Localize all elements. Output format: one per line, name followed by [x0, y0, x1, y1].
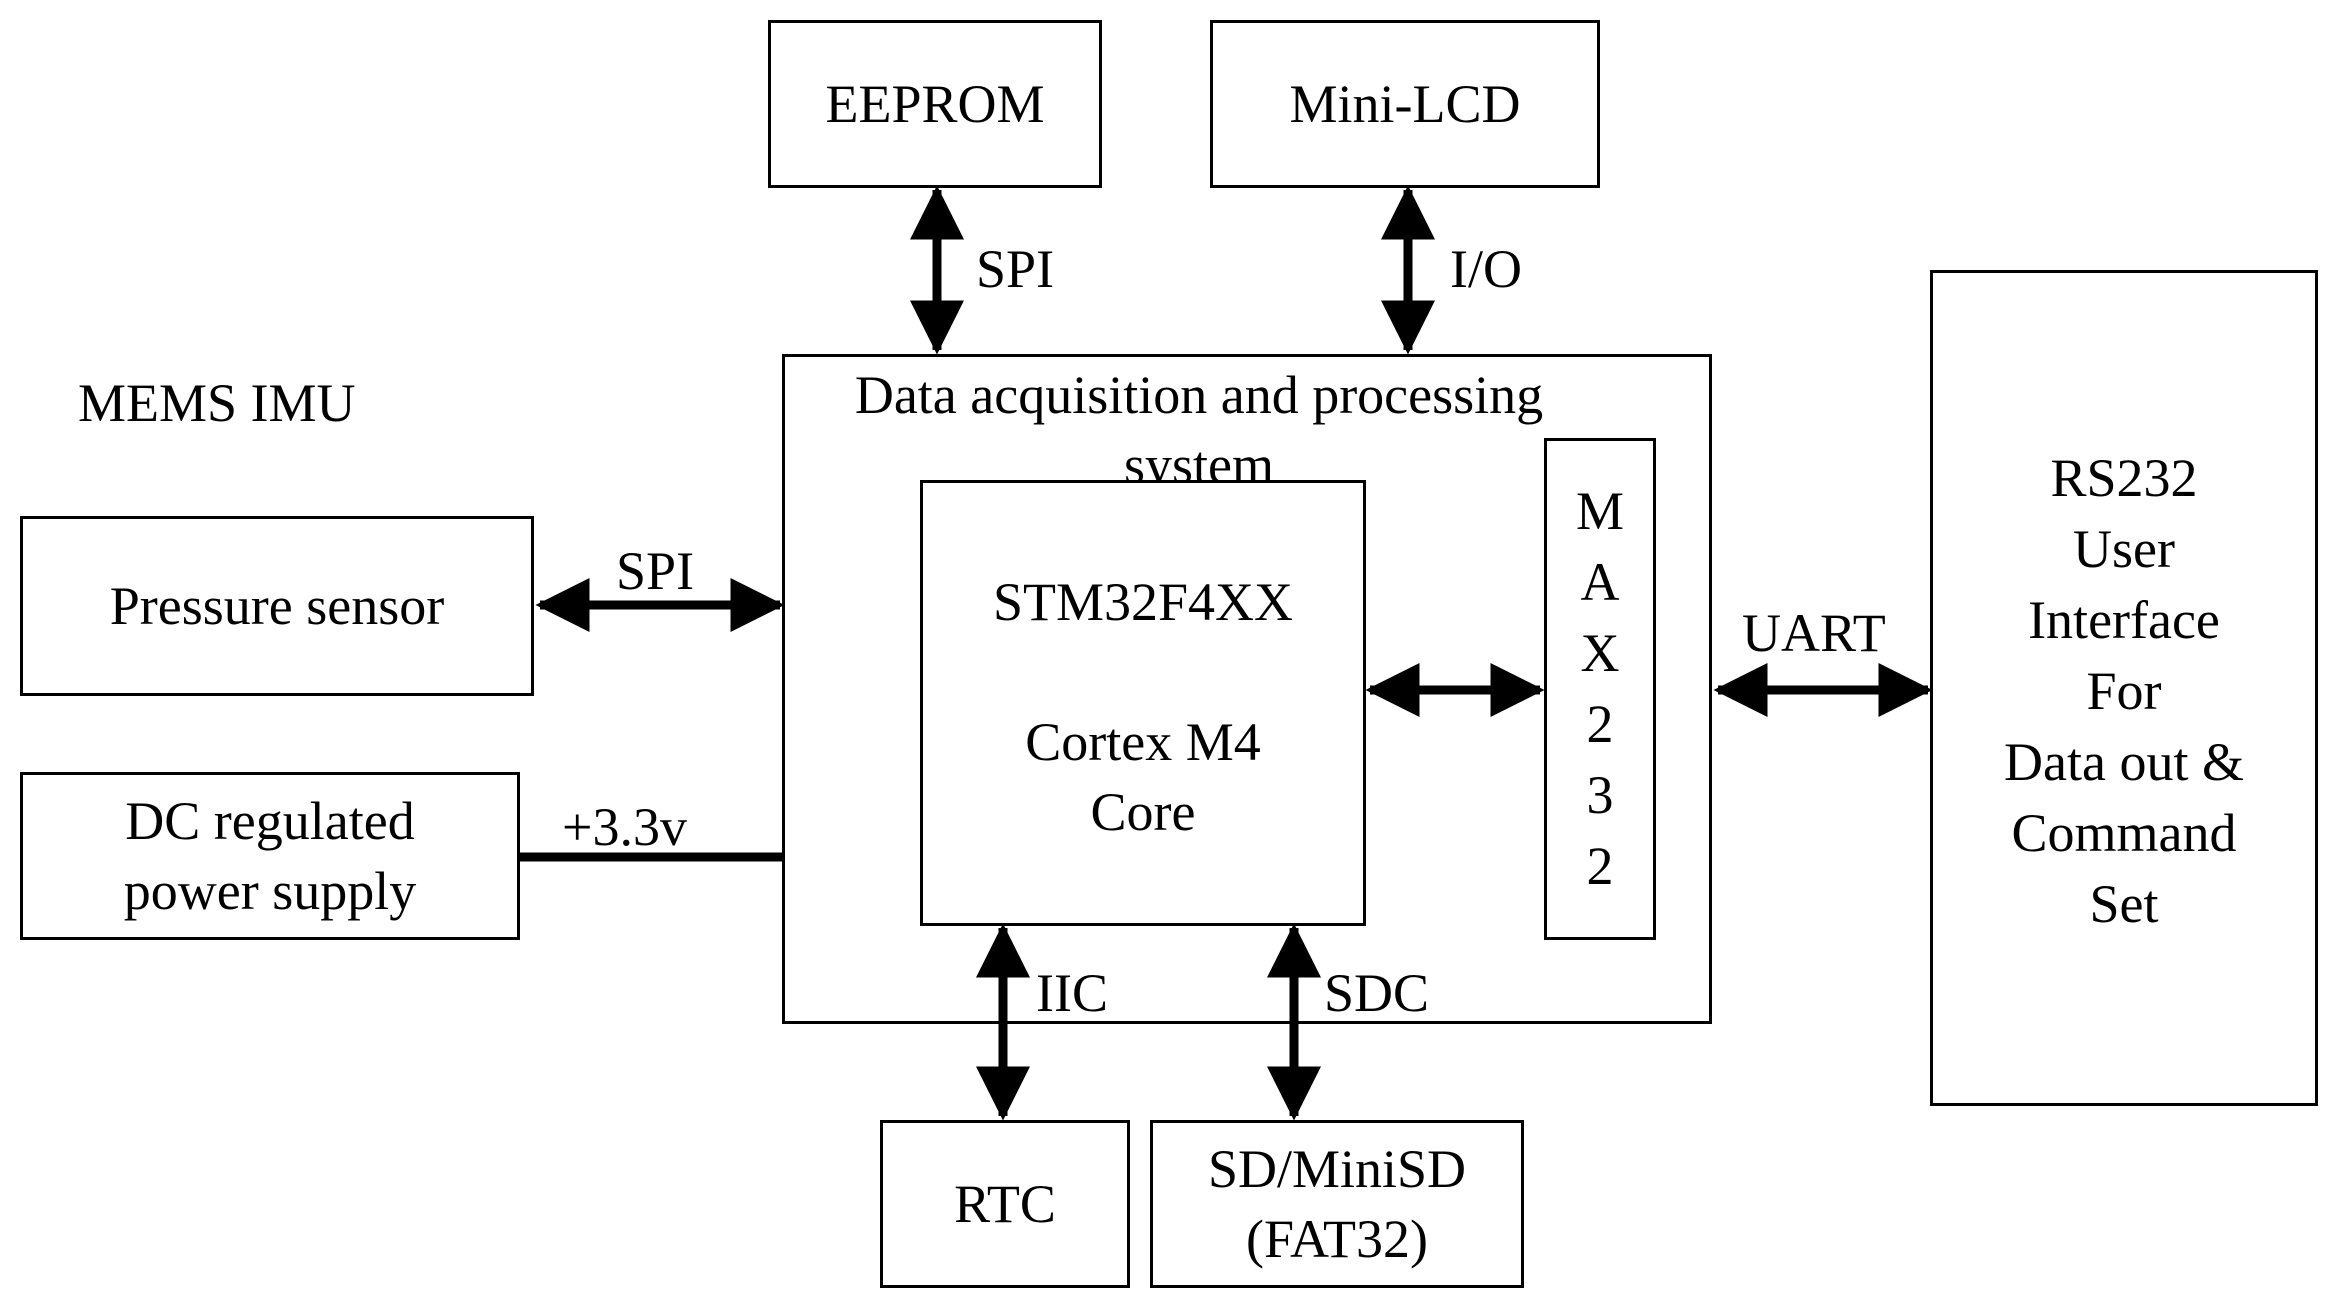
- rtc-label: RTC: [954, 1173, 1056, 1234]
- rtc-block: RTC: [880, 1120, 1130, 1288]
- rs232-line: User: [2073, 519, 2175, 579]
- rs232-line: Data out &: [2004, 732, 2244, 792]
- mini-lcd-label: Mini-LCD: [1289, 73, 1521, 134]
- sd-line2: (FAT32): [1246, 1209, 1428, 1269]
- dc-supply-line2: power supply: [123, 861, 417, 921]
- spi-left-label: SPI: [616, 541, 695, 601]
- rs232-line: Interface: [2028, 590, 2220, 650]
- mems-imu-label: MEMS IMU: [78, 373, 356, 433]
- mcu-label-4: Core: [1090, 782, 1196, 842]
- daq-system-block: [782, 354, 1712, 1024]
- rs232-ui-block: RS232 User Interface For Data out & Comm…: [1930, 270, 2318, 1106]
- sd-block: SD/MiniSD (FAT32): [1150, 1120, 1524, 1288]
- max232-char: X: [1580, 623, 1620, 683]
- dc-supply-block: DC regulated power supply: [20, 772, 520, 940]
- sd-line1: SD/MiniSD: [1207, 1139, 1467, 1199]
- daq-title: Data acquisition and processing system: [782, 360, 1616, 500]
- v33-label: +3.3v: [562, 797, 687, 857]
- max232-block: M A X 2 3 2: [1544, 438, 1656, 940]
- rs232-line: For: [2086, 661, 2162, 721]
- eeprom-block: EEPROM: [768, 20, 1102, 188]
- max232-char: 3: [1586, 765, 1614, 825]
- rs232-line: Command: [2011, 803, 2237, 863]
- dc-supply-line1: DC regulated: [125, 791, 415, 851]
- max232-char: A: [1580, 552, 1620, 612]
- rs232-line: RS232: [2050, 448, 2198, 508]
- max232-char: M: [1575, 481, 1624, 541]
- sdc-label: SDC: [1324, 963, 1430, 1023]
- max232-char: 2: [1586, 694, 1614, 754]
- mini-lcd-block: Mini-LCD: [1210, 20, 1600, 188]
- rs232-line: Set: [2089, 874, 2159, 934]
- spi-top-label: SPI: [976, 239, 1055, 299]
- pressure-sensor-label: Pressure sensor: [109, 575, 445, 636]
- uart-label: UART: [1742, 603, 1886, 663]
- iic-label: IIC: [1036, 963, 1108, 1023]
- eeprom-label: EEPROM: [825, 73, 1045, 134]
- io-label: I/O: [1450, 239, 1522, 299]
- max232-char: 2: [1586, 836, 1614, 896]
- pressure-sensor-block: Pressure sensor: [20, 516, 534, 696]
- daq-title-line1: Data acquisition and processing: [854, 365, 1544, 425]
- mcu-label-3: Cortex M4: [1025, 712, 1261, 772]
- mcu-label-1: STM32F4XX: [992, 572, 1294, 632]
- mcu-block: STM32F4XX Cortex M4 Core: [920, 480, 1366, 926]
